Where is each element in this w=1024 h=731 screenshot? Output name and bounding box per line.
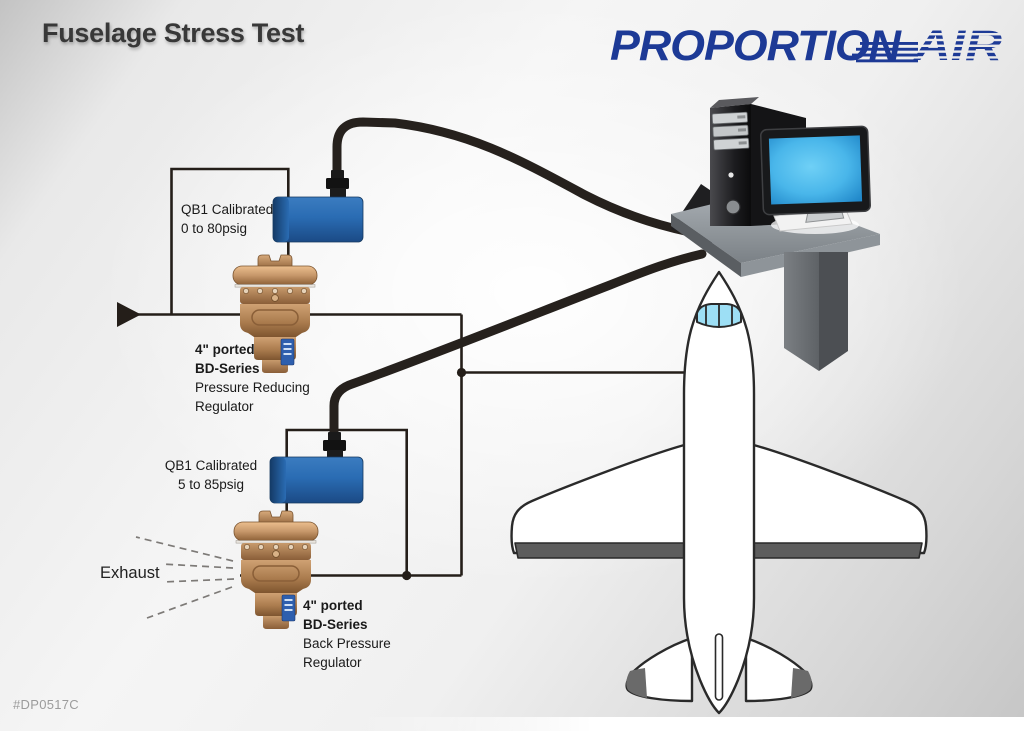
logo-word-proportion: PROPORTION bbox=[610, 22, 902, 70]
wing-right bbox=[748, 442, 928, 555]
power-led bbox=[728, 172, 734, 178]
tower-top bbox=[710, 97, 759, 108]
label-qb1-calibrated-top: QB1 Calibrated 0 to 80psig bbox=[181, 200, 273, 238]
label-line: Regulator bbox=[195, 399, 254, 414]
tail-fin bbox=[714, 633, 724, 701]
label-line: QB1 Calibrated bbox=[164, 458, 258, 473]
label-line: Back Pressure bbox=[303, 636, 391, 651]
document-code: #DP0517C bbox=[13, 697, 79, 712]
bottom-edge-highlight bbox=[360, 717, 1024, 731]
label-line: 4" ported bbox=[303, 598, 363, 613]
exhaust-rays bbox=[135, 536, 235, 619]
pedestal-front bbox=[784, 252, 819, 371]
monitor bbox=[760, 125, 872, 223]
qb1-transducer-top bbox=[272, 170, 364, 243]
label-line: Pressure Reducing bbox=[195, 380, 310, 395]
label-exhaust: Exhaust bbox=[100, 564, 160, 582]
drive-bay bbox=[713, 137, 750, 151]
pipe-junction-dot bbox=[402, 570, 412, 581]
label-back-pressure-regulator: 4" ported BD-Series Back Pressure Regula… bbox=[303, 596, 391, 672]
power-button bbox=[725, 199, 741, 215]
supply-inlet-arrow-icon bbox=[117, 302, 141, 327]
page-title: Fuselage Stress Test bbox=[42, 18, 305, 48]
cable-computer-to-qb1-bottom bbox=[329, 249, 707, 447]
label-line: BD-Series bbox=[195, 361, 260, 376]
drive-bay bbox=[711, 111, 748, 125]
proportion-air-logo: PROPORTION AIR bbox=[608, 18, 1008, 78]
airplane bbox=[510, 270, 928, 715]
fuselage bbox=[682, 270, 756, 715]
label-line: Regulator bbox=[303, 655, 362, 670]
label-line: 5 to 85psig bbox=[177, 477, 245, 492]
signal-cables bbox=[329, 117, 709, 447]
label-qb1-calibrated-bottom: QB1 Calibrated 5 to 85psig bbox=[156, 456, 266, 494]
control-computer bbox=[671, 97, 880, 371]
label-line: 4" ported bbox=[195, 342, 255, 357]
tail-tip-shade-right bbox=[791, 668, 812, 698]
logo-word-air: AIR bbox=[913, 22, 1002, 70]
label-line: 0 to 80psig bbox=[181, 221, 248, 236]
cockpit-window-dividers bbox=[705, 304, 733, 327]
drive-bay bbox=[712, 124, 749, 138]
pedestal-side bbox=[819, 252, 848, 371]
label-line: QB1 Calibrated bbox=[181, 202, 274, 217]
cable-qb1-top-to-computer bbox=[332, 117, 709, 240]
label-pressure-reducing-regulator: 4" ported BD-Series Pressure Reducing Re… bbox=[195, 340, 310, 416]
wing-flap-shade-left bbox=[514, 542, 689, 559]
pipe-junction-dot bbox=[456, 367, 467, 378]
monitor-screen bbox=[768, 135, 863, 205]
desk-edge-left bbox=[671, 214, 741, 277]
label-line: BD-Series bbox=[303, 617, 368, 632]
qb1-transducer-bottom bbox=[269, 432, 364, 504]
wing-flap-shade-right bbox=[749, 542, 923, 559]
tail-tip-shade-left bbox=[626, 668, 647, 698]
logo-speed-lines bbox=[852, 42, 918, 63]
wing-left bbox=[510, 442, 690, 555]
